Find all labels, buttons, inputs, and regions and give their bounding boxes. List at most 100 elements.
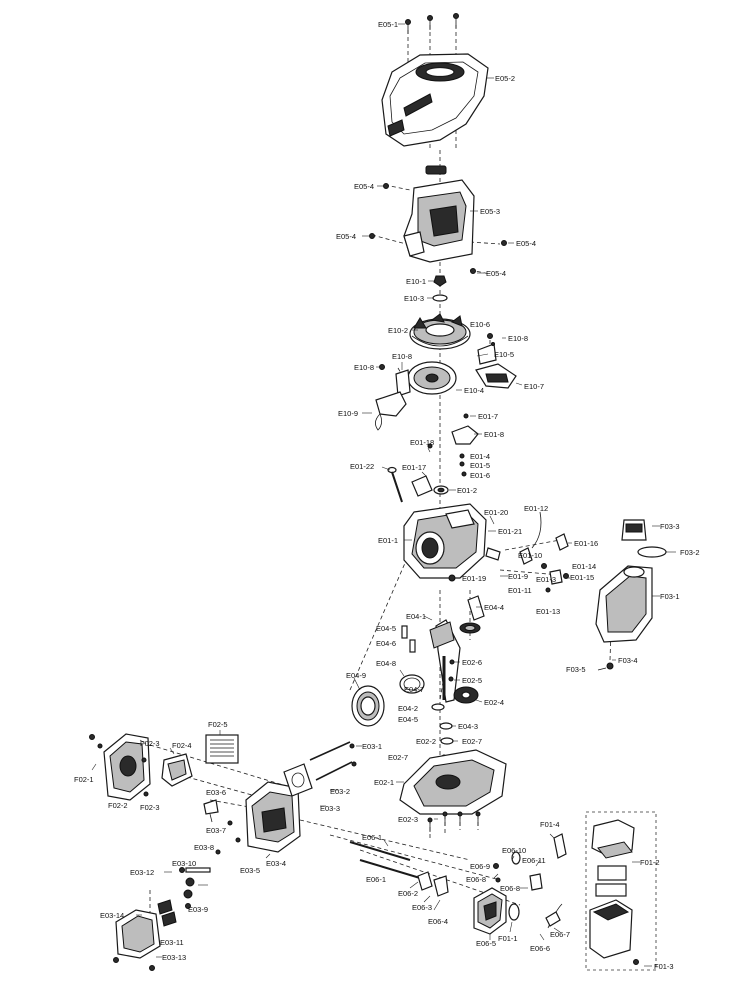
oil-seal	[433, 485, 449, 495]
label-e02-7: E02-7	[462, 737, 482, 746]
muffler-studs	[309, 741, 357, 781]
carburetor-studs	[349, 841, 421, 879]
label-e01-4: E01-4	[470, 452, 490, 461]
air-cleaner-housing	[89, 733, 151, 801]
label-f03-1: F03-1	[660, 592, 680, 601]
label-e10-7: E10-7	[524, 382, 544, 391]
label-e04-4: E04-4	[484, 603, 504, 612]
label-f03-3: F03-3	[660, 522, 680, 531]
label-e05-4: E05-4	[516, 239, 536, 248]
carburetor	[473, 887, 507, 935]
breather-cover	[451, 413, 479, 477]
label-e03-14: E03-14	[100, 911, 124, 920]
part-labels: E05-1 E05-2 E05-4 E05-3 E05-4 E05-4 E05-…	[74, 20, 700, 971]
label-e06-7: E06-7	[550, 930, 570, 939]
label-e01-21: E01-21	[498, 527, 522, 536]
ignition-coil-left	[379, 364, 411, 397]
label-e03-11: E03-11	[160, 938, 184, 947]
label-e04-9: E04-9	[346, 671, 366, 680]
label-e01-19: E01-19	[462, 574, 486, 583]
cylinder-head	[245, 781, 301, 853]
label-e01-8: E01-8	[484, 430, 504, 439]
flywheel	[409, 313, 471, 350]
label-e01-22: E01-22	[350, 462, 374, 471]
label-e01-16: E01-16	[574, 539, 598, 548]
label-f02-5: F02-5	[208, 720, 228, 729]
label-e04-7: E04-7	[404, 685, 424, 694]
label-e06-3: E06-3	[412, 903, 432, 912]
label-e06-5: E06-5	[476, 939, 496, 948]
label-e05-2: E05-2	[495, 74, 515, 83]
label-e01-9: E01-9	[508, 572, 528, 581]
spark-plug	[203, 799, 219, 823]
label-e03-13: E03-13	[162, 953, 186, 962]
label-e06-6: E06-6	[530, 944, 550, 953]
muffler-guard	[113, 899, 177, 971]
cylinder-crankcase	[403, 503, 487, 579]
label-e04-5: E04-5	[398, 715, 418, 724]
label-f01-4: F01-4	[540, 820, 560, 829]
label-e02-6: E02-6	[462, 658, 482, 667]
label-e03-6: E03-6	[206, 788, 226, 797]
label-e01-12: E01-12	[524, 504, 548, 513]
label-e05-1: E05-1	[378, 20, 398, 29]
label-e06-1: E06-1	[362, 833, 382, 842]
label-e03-12: E03-12	[130, 868, 154, 877]
label-f03-5: F03-5	[566, 665, 586, 674]
label-e03-2: E03-2	[330, 787, 350, 796]
cover-screws	[369, 183, 507, 274]
crankcase-base	[399, 749, 507, 815]
clutch-drum	[407, 361, 457, 395]
label-f02-2: F02-2	[108, 801, 128, 810]
label-e01-18: E01-18	[410, 438, 434, 447]
muffler-bolts	[179, 820, 241, 909]
label-e01-13: E01-13	[536, 607, 560, 616]
carb-gaskets	[417, 871, 520, 921]
base-screws	[427, 811, 481, 832]
label-e03-3: E03-3	[320, 804, 340, 813]
label-e01-15: E01-15	[570, 573, 594, 582]
label-e06-8: E06-8	[466, 875, 486, 884]
label-e01-1: E01-1	[378, 536, 398, 545]
label-e03-1: E03-1	[362, 742, 382, 751]
label-e01-2: E01-2	[457, 486, 477, 495]
leader-lines	[91, 23, 676, 967]
label-e10-6: E10-6	[470, 320, 490, 329]
label-e04-1: E04-1	[406, 612, 426, 621]
label-e05-3: E05-3	[480, 207, 500, 216]
label-e01-10: E01-10	[518, 551, 542, 560]
label-e02-5: E02-5	[462, 676, 482, 685]
cylinder-liner	[351, 685, 385, 727]
label-e10-5: E10-5	[494, 350, 514, 359]
label-e04-5: E04-5	[376, 624, 396, 633]
throttle-links	[448, 511, 569, 593]
label-f03-4: F03-4	[618, 656, 638, 665]
label-e05-4: E05-4	[354, 182, 374, 191]
label-e06-2: E06-2	[398, 889, 418, 898]
exhaust-gasket	[283, 763, 313, 797]
label-e02-3: E02-3	[398, 815, 418, 824]
label-e10-8: E10-8	[392, 352, 412, 361]
label-e02-2: E02-2	[416, 737, 436, 746]
warning-plate	[205, 734, 239, 764]
piston-ring	[399, 674, 425, 694]
screws-top	[405, 13, 459, 34]
label-e03-8: E03-8	[194, 843, 214, 852]
label-e04-3: E04-3	[458, 722, 478, 731]
fuel-tank	[595, 565, 653, 671]
dipstick	[387, 466, 403, 503]
label-e01-6: E01-6	[470, 471, 490, 480]
gear	[453, 686, 479, 704]
label-e05-4: E05-4	[336, 232, 356, 241]
label-e03-5: E03-5	[240, 866, 260, 875]
label-e01-3: E01-3	[536, 575, 556, 584]
label-e10-2: E10-2	[388, 326, 408, 335]
label-e01-20: E01-20	[484, 508, 508, 517]
label-e03-7: E03-7	[206, 826, 226, 835]
label-f01-1: F01-1	[498, 934, 518, 943]
label-e10-8: E10-8	[354, 363, 374, 372]
recoil-housing	[403, 165, 475, 263]
label-f02-4: F02-4	[172, 741, 192, 750]
label-e01-11: E01-11	[508, 586, 532, 595]
